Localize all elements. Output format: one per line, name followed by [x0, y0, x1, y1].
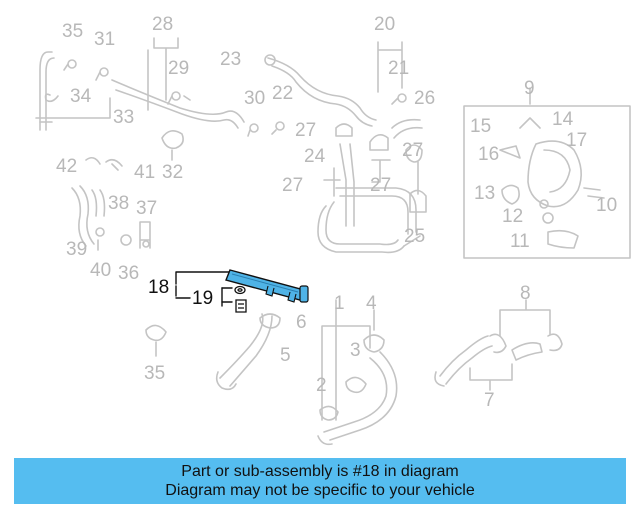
callout-6: 6: [296, 312, 307, 333]
hose-24: [339, 143, 355, 227]
callout-41: 41: [134, 162, 156, 183]
fitting-32: [161, 130, 184, 161]
callout-39: 39: [66, 239, 88, 260]
banner-line-2: Diagram may not be specific to your vehi…: [165, 482, 475, 499]
callout-7: 7: [484, 390, 495, 411]
callout-27-d: 27: [370, 175, 392, 196]
callout-35-bottom: 35: [144, 363, 166, 384]
callout-24: 24: [304, 146, 326, 167]
callout-21: 21: [388, 58, 410, 79]
callout-16: 16: [478, 144, 500, 165]
fuel-rail-part-18[interactable]: [225, 269, 309, 303]
callout-33: 33: [113, 107, 135, 128]
callout-34: 34: [70, 86, 92, 107]
callout-5: 5: [280, 345, 291, 366]
clamp-35-top: [63, 59, 77, 71]
callout-11: 11: [510, 231, 530, 252]
callout-27-a: 27: [295, 120, 317, 141]
callout-26: 26: [414, 88, 436, 109]
callout-31: 31: [94, 29, 116, 50]
injector-parts-19: [234, 285, 247, 313]
clamp-30: [247, 123, 259, 137]
banner-line-1: Part or sub-assembly is #18 in diagram: [181, 463, 459, 480]
callout-29: 29: [168, 58, 190, 79]
hose-5: [215, 313, 273, 391]
callout-27-b: 27: [402, 140, 424, 161]
pipe-25: [317, 187, 421, 254]
callout-30: 30: [244, 88, 266, 109]
callout-28: 28: [152, 14, 174, 35]
hose-33-assembly: [35, 51, 111, 131]
clamp-22: [271, 121, 285, 135]
hose-26: [391, 118, 423, 139]
callout-9: 9: [524, 78, 535, 99]
clamps-42-41: [85, 156, 123, 171]
leaders-18-19: [175, 271, 233, 307]
callout-15: 15: [470, 116, 492, 137]
callout-36: 36: [118, 263, 140, 284]
callout-20: 20: [374, 14, 396, 35]
hose-7-8: [434, 299, 563, 391]
fitting-27-right: [369, 134, 427, 213]
parts-diagram: [35, 37, 631, 446]
callout-19: 19: [192, 288, 214, 309]
callout-2: 2: [316, 375, 327, 396]
clamp-4: [363, 309, 385, 353]
hose-1: [317, 299, 398, 446]
callout-18: 18: [148, 277, 170, 298]
callout-17: 17: [566, 130, 588, 151]
callout-37: 37: [136, 198, 158, 219]
callout-23: 23: [220, 49, 242, 70]
hose-23-20: [264, 41, 403, 127]
info-banner: Part or sub-assembly is #18 in diagram D…: [14, 458, 626, 504]
callout-42: 42: [56, 156, 78, 177]
clamp-35-bottom: [145, 324, 167, 357]
thermostat-assembly-box: [463, 87, 631, 259]
callout-1: 1: [334, 293, 345, 314]
clamp-31: [95, 67, 109, 81]
callout-38: 38: [108, 193, 130, 214]
clamp-6: [259, 313, 281, 329]
hose-39-38: [71, 185, 106, 251]
clamp-37-36: [120, 221, 151, 249]
callout-8: 8: [520, 283, 531, 304]
callout-27-c: 27: [282, 175, 304, 196]
callout-25: 25: [404, 226, 426, 247]
callout-22: 22: [272, 83, 294, 104]
hose-28-assembly: [111, 37, 245, 129]
callout-13: 13: [474, 183, 496, 204]
clamp-21: [391, 93, 407, 105]
callout-12: 12: [502, 206, 524, 227]
callout-10: 10: [596, 195, 618, 216]
callout-3: 3: [350, 340, 361, 361]
clamp-29: [167, 91, 191, 105]
callout-14: 14: [552, 109, 574, 130]
callout-32: 32: [162, 162, 184, 183]
callout-35-top: 35: [62, 21, 84, 42]
callout-4: 4: [366, 293, 377, 314]
fitting-27-top: [335, 123, 353, 137]
callout-40: 40: [90, 260, 112, 281]
clamp-3-2: [319, 376, 367, 421]
bracket-27-center: [323, 159, 391, 197]
